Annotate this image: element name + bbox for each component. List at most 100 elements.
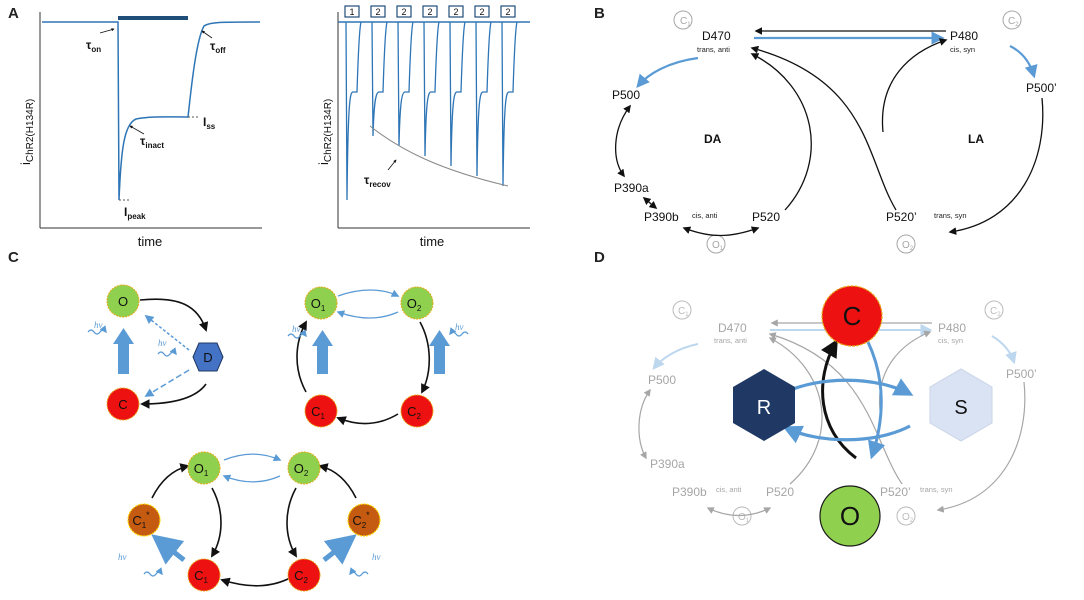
svg-text:C: C xyxy=(843,301,862,331)
svg-text:O2: O2 xyxy=(407,296,422,313)
model-4state: hν hν O1 O2 C1 C2 xyxy=(287,286,469,428)
svg-text:C1: C1 xyxy=(680,16,691,28)
pulse-trace-5 xyxy=(449,21,466,167)
d470-to-p500-arrow xyxy=(636,56,699,89)
state-o1: O1 xyxy=(706,234,726,254)
plot1-light-pulse-bar xyxy=(118,16,188,20)
note-trans-syn: trans, syn xyxy=(934,211,967,220)
svg-text:O2: O2 xyxy=(902,240,914,252)
pulse-trace-1 xyxy=(345,21,362,201)
node-c2-6: C2 xyxy=(287,558,321,592)
la-to-p480-arrow xyxy=(881,38,948,133)
c-to-o-hv-arrow xyxy=(113,328,134,374)
state-o2: O2 xyxy=(896,234,916,254)
tau-off-label: τoff xyxy=(210,39,226,55)
p480-to-p500p-arrow xyxy=(1009,45,1038,79)
svg-text:C1: C1 xyxy=(194,568,208,585)
light-squiggle-3: hν xyxy=(287,324,307,339)
d-node-d470: D470 xyxy=(718,321,747,335)
o2-to-c2-arrow-6 xyxy=(286,487,297,558)
pulse-box-3 xyxy=(396,5,412,18)
pulse-label-7: 2 xyxy=(505,7,510,17)
svg-text:O: O xyxy=(840,501,860,531)
svg-text:O1: O1 xyxy=(738,512,750,524)
note-cis-anti: cis, anti xyxy=(692,211,718,220)
d-node-p520: P520 xyxy=(766,485,794,499)
node-big-r: R xyxy=(733,369,795,441)
svg-text:C1: C1 xyxy=(678,306,689,318)
svg-text:C1*: C1* xyxy=(132,510,150,530)
i-peak-label: Ipeak xyxy=(124,205,146,221)
o2-to-o1-arrow-6 xyxy=(222,474,281,483)
svg-text:O1: O1 xyxy=(712,240,724,252)
o2-to-c2-arrow xyxy=(419,321,431,394)
s-to-r-arrow xyxy=(782,424,911,444)
svg-text:C1: C1 xyxy=(311,404,325,421)
svg-text:O1: O1 xyxy=(311,296,326,313)
c2-to-o2-hv-arrow xyxy=(429,330,450,374)
light-squiggle-1: hν xyxy=(87,320,107,335)
node-p500-prime: P500’ xyxy=(1026,81,1057,95)
node-o2-6: O2 xyxy=(287,451,321,485)
svg-text:C2: C2 xyxy=(990,306,1001,318)
o-to-c-arrow xyxy=(821,338,857,460)
p500p-to-p520p-arrow xyxy=(948,97,1044,235)
node-p390b: P390b xyxy=(644,210,679,224)
tau-inact-label: τinact xyxy=(140,134,164,150)
pulse-trace-4 xyxy=(423,21,440,157)
node-d: D xyxy=(192,342,224,372)
svg-text:O2: O2 xyxy=(902,512,914,524)
model-6state: hν hν O1 O2 C1* C2* xyxy=(118,451,381,592)
c2-to-c1-arrow-6 xyxy=(220,577,291,587)
svg-text:O2: O2 xyxy=(294,461,309,478)
pulse-trace-7 xyxy=(501,21,518,187)
node-c1-6: C1 xyxy=(187,558,221,592)
tau-inact-pointer xyxy=(129,125,145,135)
light-squiggle-5: hν xyxy=(118,552,163,577)
plot2-x-label: time xyxy=(420,234,445,249)
node-big-s: S xyxy=(929,368,993,442)
c1-to-o1-arrow xyxy=(296,320,307,393)
d-node-p500: P500 xyxy=(648,373,676,387)
pulse-label-4: 2 xyxy=(427,7,432,17)
d-node-p500p: P500’ xyxy=(1006,367,1037,381)
panel-d: D C1 C2 O1 O2 D470 trans, anti P480 cis, xyxy=(594,249,1037,547)
p520p-to-d470-arrow xyxy=(750,45,897,211)
c-to-o-arrow xyxy=(866,341,886,460)
svg-text:hν: hν xyxy=(118,552,127,562)
node-c2: C2 xyxy=(400,394,434,428)
light-squiggle-2: hν xyxy=(157,338,177,357)
svg-text:hν: hν xyxy=(158,338,167,348)
cycle-la: LA xyxy=(968,132,984,146)
svg-text:C2*: C2* xyxy=(352,510,370,530)
pulse-box-5 xyxy=(448,5,464,18)
model-3state: hν hν O C D xyxy=(87,284,224,421)
recovery-curve xyxy=(369,125,509,187)
c1-to-o1-hv-arrow xyxy=(312,330,333,374)
node-big-c: C xyxy=(821,285,883,347)
node-p520: P520 xyxy=(752,210,780,224)
pulse-box-2 xyxy=(370,5,386,18)
overlay-model: C O R S xyxy=(733,285,993,547)
p390a-p390b-arrow xyxy=(642,197,658,209)
svg-text:hν: hν xyxy=(372,552,381,562)
pulse-trace-6 xyxy=(475,21,492,177)
c2-to-c2star-hv-arrow xyxy=(322,534,357,565)
node-d470: D470 xyxy=(702,29,731,43)
c2-to-c1-arrow xyxy=(336,413,399,426)
p520-to-d470-arrow xyxy=(750,53,812,211)
svg-text:D: D xyxy=(203,350,212,365)
svg-text:hν: hν xyxy=(292,324,301,334)
panel-a-plot-1: τon τoff τinact Iss Ipeak time iChR2(H13… xyxy=(18,12,262,249)
svg-text:cis, anti: cis, anti xyxy=(716,485,742,494)
d-to-c-arrow xyxy=(140,383,207,409)
p500-p390a-arrow xyxy=(614,104,631,178)
plot2-pulse-traces xyxy=(345,21,518,201)
p390b-p520-arrow xyxy=(682,226,760,237)
svg-text:R: R xyxy=(757,397,771,419)
d-node-p390b: P390b xyxy=(672,485,707,499)
i-ss-label: Iss xyxy=(203,115,216,131)
plot1-current-trace xyxy=(42,21,261,201)
panel-c-label: C xyxy=(8,249,19,266)
